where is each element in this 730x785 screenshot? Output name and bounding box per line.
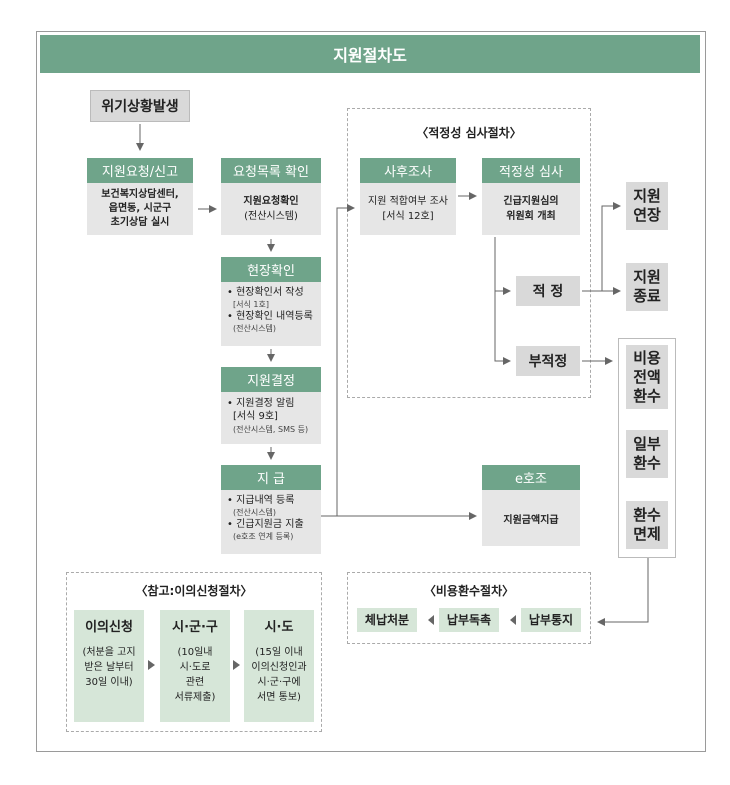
outcome-partial-line: 환수 (633, 454, 661, 472)
objection-step-line: 서면 통보) (257, 692, 301, 703)
objection-step-line: 관련 (185, 677, 205, 688)
refund-item-notice: 납부통지 (521, 608, 581, 632)
step5-body: • 지급내역 등록 (전산시스템) • 긴급지원금 지출 (e호조 연계 등록) (221, 490, 321, 554)
ehojo-body: 지원금액지급 (482, 490, 580, 546)
refund-title: 〈비용환수절차〉 (423, 584, 515, 598)
objection-step-line: (10일내 (177, 647, 213, 658)
adequacy-line2: 위원회 개최 (506, 211, 556, 222)
outcome-end: 지원 종료 (626, 263, 668, 311)
objection-step-header: 시·도 (264, 620, 294, 635)
post-survey-header: 사후조사 (360, 158, 456, 183)
objection-step-header: 이의신청 (85, 620, 133, 635)
step4-body: • 지원결정 알림 [서식 9호] (전산시스템, SMS 등) (221, 392, 321, 444)
step4-note: [서식 9호] (233, 411, 278, 422)
step2-body: 지원요청확인 (전산시스템) (221, 183, 321, 235)
objection-step: 시·도 (15일 이내 이의신청인과 시·군·구에 서면 통보) (244, 610, 314, 722)
objection-title: 〈참고:이의신청절차〉 (135, 584, 253, 598)
review-title: 〈적정성 심사절차〉 (416, 126, 522, 140)
step2-line2: (전산시스템) (244, 211, 298, 222)
objection-section (66, 572, 322, 732)
outcome-partial-refund: 일부 환수 (626, 430, 668, 478)
step3-header: 현장확인 (221, 257, 321, 282)
step1-line: 읍면동, 시군구 (108, 203, 172, 214)
proper-box: 적 정 (516, 276, 580, 306)
refund-item-reminder: 납부독촉 (439, 608, 499, 632)
outcome-end-line: 지원 (633, 268, 661, 286)
objection-step-line: 받은 날부터 (84, 662, 134, 673)
objection-step: 시·군·구 (10일내 시·도로 관련 서류제출) (160, 610, 230, 722)
step5-note: (전산시스템) (233, 508, 277, 517)
objection-step-line: (처분을 고지 (82, 647, 136, 658)
step2-header: 요청목록 확인 (221, 158, 321, 183)
outcome-exempt: 환수 면제 (626, 501, 668, 549)
outcome-full-line: 환수 (633, 386, 661, 405)
objection-step-line: (15일 이내 (255, 647, 303, 658)
step2-line1: 지원요청확인 (243, 196, 299, 207)
outcome-exempt-line: 면제 (633, 525, 661, 543)
objection-step-line: 시·도로 (179, 662, 211, 673)
step3-note: [서식 1호] (233, 300, 269, 309)
outcome-extend-line: 연장 (633, 206, 661, 224)
step5-item: • 지급내역 등록 (227, 495, 295, 506)
step1-line: 초기상담 실시 (110, 217, 170, 228)
ehojo-header: e호조 (482, 465, 580, 490)
objection-step-line: 30일 이내) (85, 677, 133, 688)
step5-header: 지 급 (221, 465, 321, 490)
post-survey-body: 지원 적합여부 조사 [서식 12호] (360, 183, 456, 235)
outcome-end-line: 종료 (633, 287, 661, 305)
post-survey-line1: 지원 적합여부 조사 (368, 196, 448, 207)
ehojo-line: 지원금액지급 (503, 514, 559, 526)
post-survey-line2: [서식 12호] (382, 211, 434, 222)
diagram-title: 지원절차도 (40, 35, 700, 73)
adequacy-line1: 긴급지원심의 (503, 196, 559, 207)
step1-header: 지원요청/신고 (87, 158, 193, 183)
objection-step: 이의신청 (처분을 고지 받은 날부터 30일 이내) (74, 610, 144, 722)
step3-item: • 현장확인서 작성 (227, 287, 304, 298)
step4-note: (전산시스템, SMS 등) (233, 425, 309, 434)
outcome-full-refund: 비용 전액 환수 (626, 345, 668, 409)
outcome-extend: 지원 연장 (626, 182, 668, 230)
outcome-exempt-line: 환수 (633, 506, 661, 524)
objection-step-line: 시·군·구에 (257, 677, 301, 688)
objection-step-line: 이의신청인과 (251, 662, 307, 673)
step4-item: • 지원결정 알림 (227, 398, 295, 409)
step5-item: • 긴급지원금 지출 (227, 519, 304, 530)
outcome-full-line: 전액 (633, 367, 661, 386)
step3-body: • 현장확인서 작성 [서식 1호] • 현장확인 내역등록 (전산시스템) (221, 282, 321, 346)
refund-section (347, 572, 591, 644)
objection-step-header: 시·군·구 (172, 620, 218, 635)
outcome-full-line: 비용 (633, 348, 661, 367)
step3-item: • 현장확인 내역등록 (227, 311, 313, 322)
objection-step-line: 서류제출) (174, 692, 216, 703)
step4-header: 지원결정 (221, 367, 321, 392)
crisis-box: 위기상황발생 (90, 90, 190, 122)
step3-note: (전산시스템) (233, 324, 277, 333)
outcome-extend-line: 지원 (633, 187, 661, 205)
refund-item-disposition: 체납처분 (357, 608, 417, 632)
step1-line: 보건복지상담센터, (101, 189, 179, 200)
step5-note: (e호조 연계 등록) (233, 532, 294, 541)
adequacy-body: 긴급지원심의 위원회 개최 (482, 183, 580, 235)
outcome-partial-line: 일부 (633, 435, 661, 453)
step1-body: 보건복지상담센터, 읍면동, 시군구 초기상담 실시 (87, 183, 193, 235)
improper-box: 부적정 (516, 346, 580, 376)
adequacy-header: 적정성 심사 (482, 158, 580, 183)
